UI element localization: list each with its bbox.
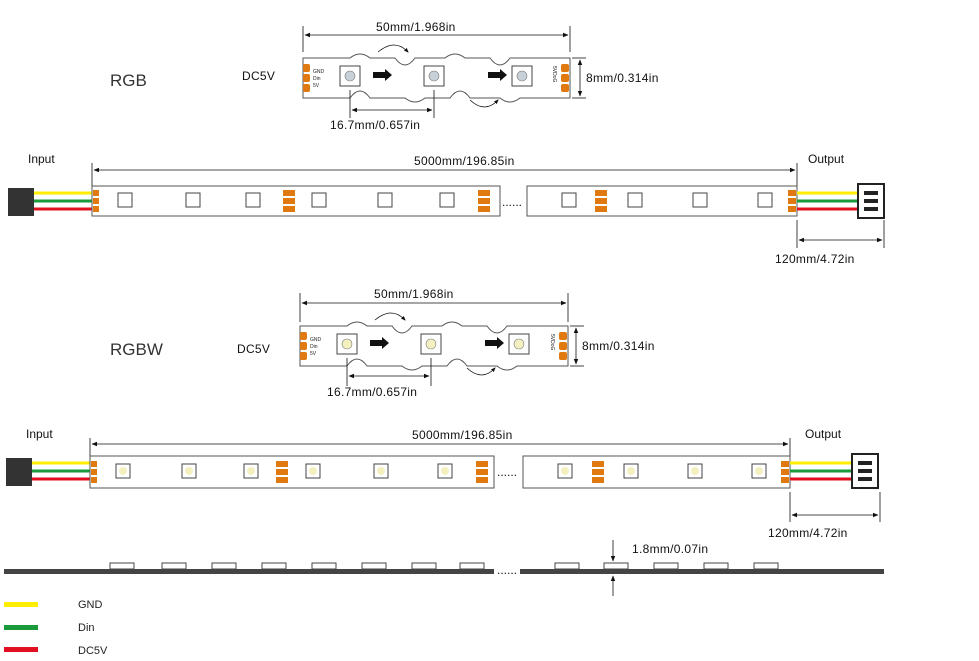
strip-profile: ...... 1.8mm/0.07in <box>4 540 884 596</box>
rgb-strip-ellipsis: ...... <box>502 195 522 209</box>
profile-ellipsis: ...... <box>497 563 517 577</box>
rgbw-pad-din: Din <box>310 344 318 350</box>
legend-swatch-gnd <box>4 602 38 607</box>
rgbw-strip: ...... <box>89 455 791 489</box>
bend-arrow-icon <box>469 99 499 108</box>
rgb-lead-length: 120mm/4.72in <box>775 252 855 266</box>
data-direction-arrow-icon <box>485 337 504 349</box>
rgb-strip: ...... <box>91 185 798 217</box>
rgb-voltage: DC5V <box>242 69 275 83</box>
data-direction-arrow-icon <box>488 69 507 81</box>
rgb-pad-din: Din <box>313 76 321 82</box>
legend-swatch-din <box>4 625 38 630</box>
rgb-input-connector <box>8 188 34 216</box>
bend-arrow-icon <box>466 367 496 376</box>
rgbw-width: 8mm/0.314in <box>582 339 655 353</box>
rgb-strip-length: 5000mm/196.85in <box>414 154 515 168</box>
rgb-output-connector <box>857 183 885 219</box>
legend-label-din: Din <box>78 622 95 634</box>
data-direction-arrow-icon <box>370 337 389 349</box>
rgb-pad-right-label: 5VDoG <box>551 66 557 83</box>
rgbw-output-label: Output <box>805 427 842 441</box>
rgb-title: RGB <box>110 71 147 90</box>
data-direction-arrow-icon <box>373 69 392 81</box>
rgbw-output-connector <box>851 453 879 489</box>
rgb-pitch: 16.7mm/0.657in <box>330 118 420 132</box>
rgb-input-label: Input <box>28 152 55 166</box>
rgbw-lead-length: 120mm/4.72in <box>768 526 848 540</box>
rgbw-input-connector <box>6 458 32 486</box>
rgbw-pad-5v: 5V <box>310 351 317 357</box>
rgbw-pitch: 16.7mm/0.657in <box>327 385 417 399</box>
rgb-segment-board: GND Din 5V 5VDoG <box>302 44 571 108</box>
rgbw-voltage: DC5V <box>237 342 270 356</box>
legend-label-gnd: GND <box>78 599 103 611</box>
rgb-pad-gnd: GND <box>313 69 325 75</box>
bend-arrow-icon <box>374 312 406 321</box>
rgbw-strip-length: 5000mm/196.85in <box>412 428 513 442</box>
rgbw-pad-gnd: GND <box>310 337 322 343</box>
rgbw-section: RGBW DC5V 50mm/1.968in GND Din 5V 5VDoG <box>6 287 881 540</box>
rgbw-pad-right-label: 5VDoG <box>549 334 555 351</box>
rgb-section: RGB DC5V 50mm/1.968in GND Din 5V 5VDoG <box>8 20 885 266</box>
legend-label-dc5v: DC5V <box>78 645 108 657</box>
wire-legend: GND Din DC5V <box>4 599 108 657</box>
rgbw-strip-ellipsis: ...... <box>497 465 517 479</box>
rgbw-input-label: Input <box>26 427 53 441</box>
rgbw-segment-board: GND Din 5V 5VDoG <box>299 312 569 376</box>
rgbw-segment-length: 50mm/1.968in <box>374 287 454 301</box>
bend-arrow-icon <box>377 44 409 53</box>
rgb-output-label: Output <box>808 152 845 166</box>
rgb-pad-5v: 5V <box>313 83 320 89</box>
rgb-width: 8mm/0.314in <box>586 71 659 85</box>
rgb-segment-length: 50mm/1.968in <box>376 20 456 34</box>
profile-thickness: 1.8mm/0.07in <box>632 542 708 556</box>
rgbw-title: RGBW <box>110 340 163 359</box>
legend-swatch-dc5v <box>4 647 38 652</box>
